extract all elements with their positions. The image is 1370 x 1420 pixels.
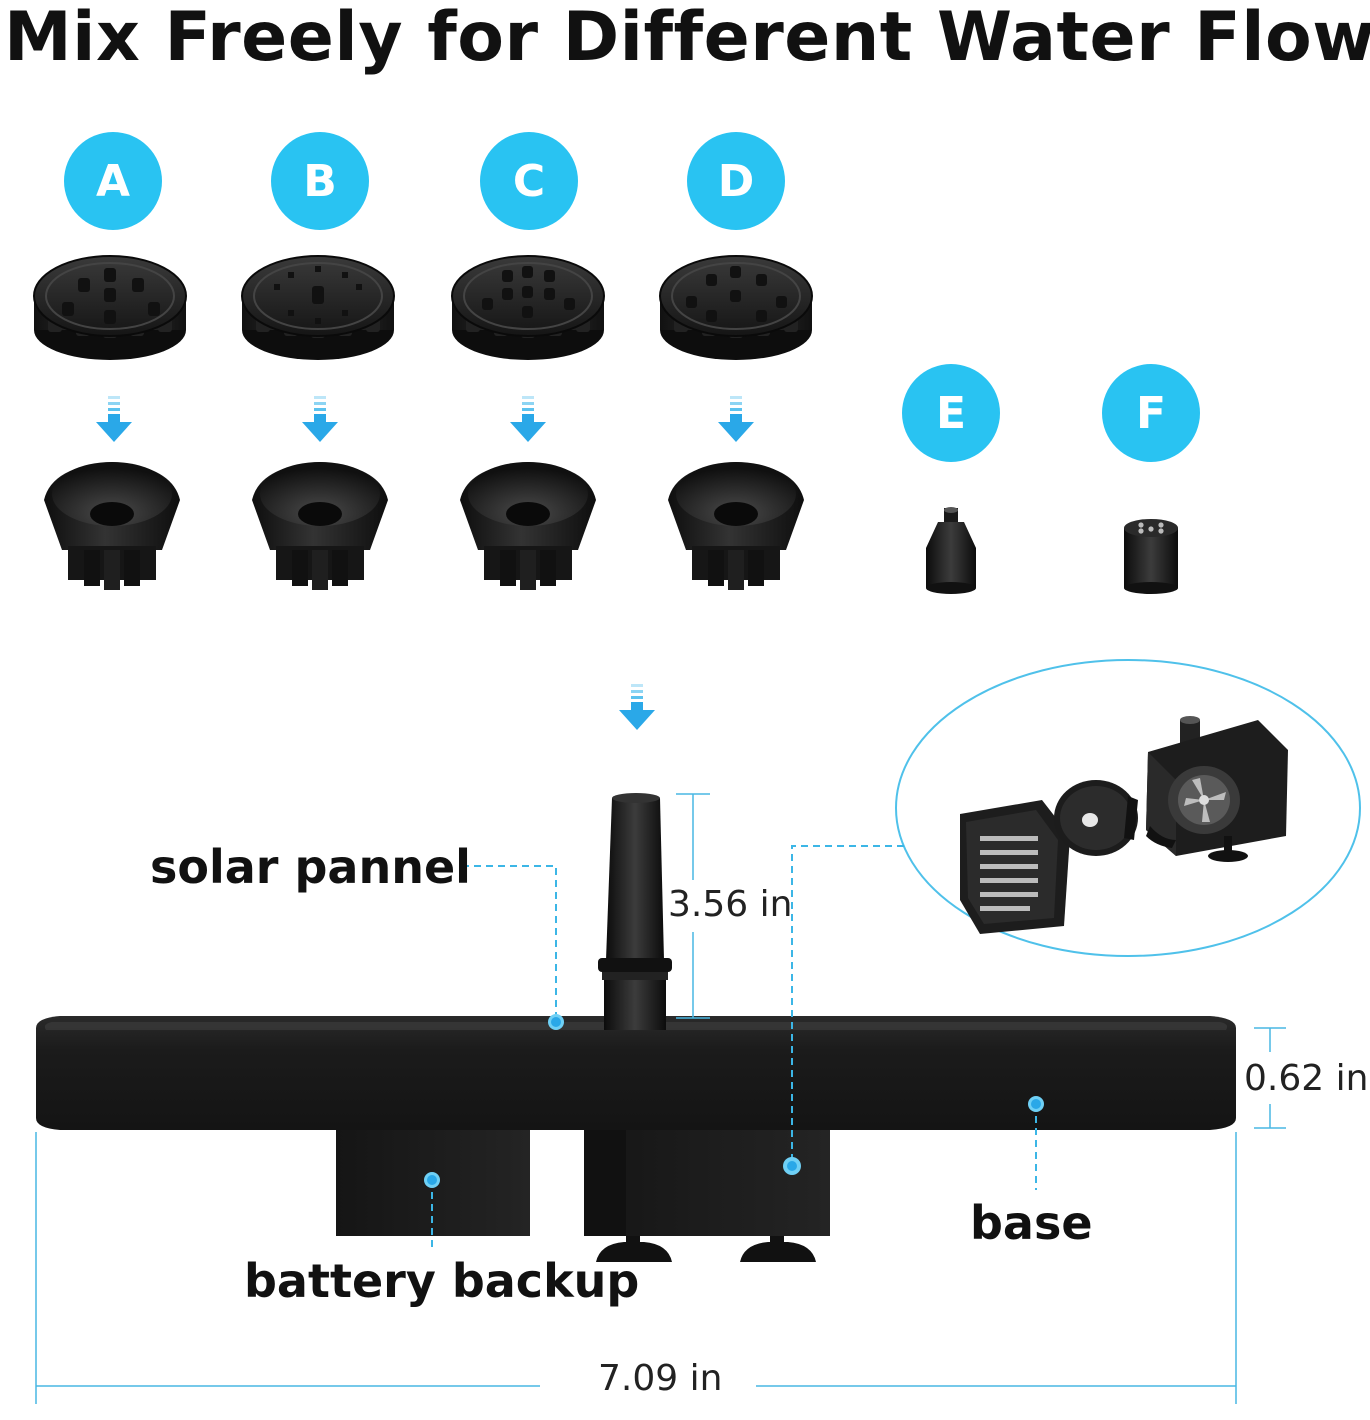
pump-impeller-cover [1054, 780, 1138, 856]
nozzle-cap-c [451, 255, 605, 361]
badge-f: F [1102, 364, 1200, 462]
pump-box [584, 1130, 830, 1262]
base-diameter-dimension: 7.09 in [598, 1358, 723, 1399]
arrow-down-icon [619, 684, 655, 730]
solar-panel-label: solar pannel [150, 840, 471, 894]
badge-c: C [480, 132, 578, 230]
nozzle-f [1124, 519, 1178, 594]
nozzle-cup [668, 462, 804, 590]
fountain-base [36, 1016, 1236, 1130]
badge-a: A [64, 132, 162, 230]
nozzle-cap-d [659, 255, 813, 361]
riser-tube [598, 793, 672, 1030]
pump-detail-frame [895, 659, 1361, 957]
nozzle-height-dimension: 3.56 in [668, 884, 793, 925]
arrow-down-icon [718, 396, 754, 442]
badge-e: E [902, 364, 1000, 462]
nozzle-cup [252, 462, 388, 590]
nozzle-cup [44, 462, 180, 590]
page-title: Mix Freely for Different Water Flow [4, 0, 1370, 77]
nozzle-cap-a [33, 255, 187, 361]
badge-b: B [271, 132, 369, 230]
nozzle-e [926, 507, 976, 594]
base-label: base [970, 1196, 1093, 1250]
arrow-down-icon [96, 396, 132, 442]
pump-motor [1146, 716, 1288, 862]
nozzle-cap-b [241, 255, 395, 361]
arrow-down-icon [302, 396, 338, 442]
arrow-down-icon [510, 396, 546, 442]
base-thickness-dimension: 0.62 in [1244, 1058, 1369, 1099]
nozzle-cup [460, 462, 596, 590]
battery-backup-label: battery backup [244, 1254, 640, 1308]
badge-d: D [687, 132, 785, 230]
pump-filter-grille [960, 800, 1070, 934]
